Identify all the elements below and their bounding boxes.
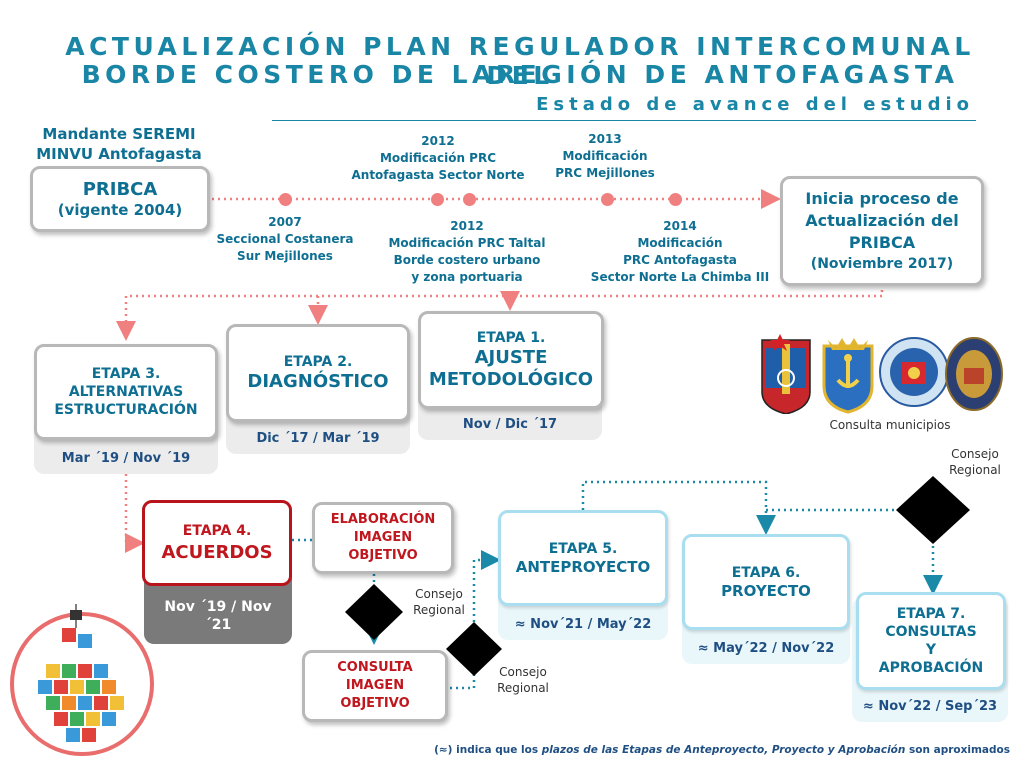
seal-antofagasta-icon <box>879 337 949 407</box>
seal-taltal-icon <box>761 334 811 414</box>
header-divider <box>272 120 976 121</box>
seal-mejillones-icon <box>822 338 874 414</box>
mandante-label: Mandante SEREMI MINVU Antofagasta <box>36 125 202 163</box>
page-title-line1: ACTUALIZACIÓN PLAN REGULADOR INTERCOMUNA… <box>65 32 975 90</box>
etapa7-box: ETAPA 7. CONSULTAS Y APROBACIÓN <box>856 592 1006 690</box>
decision-diamond-1 <box>345 584 403 640</box>
page-title-line2: BORDE COSTERO DE LAREGIÓN DE ANTOFAGASTA <box>81 60 959 89</box>
timeline-dot-2007 <box>279 193 292 206</box>
event-2012-antofagasta: 2012 Modificación PRC Antofagasta Sector… <box>351 134 525 182</box>
inicia-proceso-box: Inicia proceso de Actualización del PRIB… <box>780 176 984 286</box>
decision-diamond-3 <box>896 476 970 544</box>
elaboracion-imagen-objetivo-box: ELABORACIÓN IMAGEN OBJETIVO <box>312 502 454 574</box>
pribca-start-box: PRIBCA (vigente 2004) <box>30 166 210 232</box>
timeline-dot-2012b <box>463 193 476 206</box>
event-2013: 2013 Modificación PRC Mejillones <box>555 132 655 180</box>
etapa3-box: ETAPA 3. ALTERNATIVAS ESTRUCTURACIÓN <box>34 344 218 440</box>
timeline-dot-2012a <box>431 193 444 206</box>
etapa6-box: ETAPA 6. PROYECTO <box>682 534 850 630</box>
etapa2-box: ETAPA 2. DIAGNÓSTICO <box>226 324 410 422</box>
consulta-imagen-objetivo-box: CONSULTA IMAGEN OBJETIVO <box>302 650 448 722</box>
decision-diamond-2 <box>446 622 502 676</box>
etapa4-box: ETAPA 4. ACUERDOS <box>142 500 292 586</box>
etapa1-box: ETAPA 1. AJUSTE METODOLÓGICO <box>418 311 604 409</box>
seal-tocopilla-icon <box>945 337 1003 411</box>
timeline-dot-2014 <box>669 193 682 206</box>
etapa5-box: ETAPA 5. ANTEPROYECTO <box>498 510 668 606</box>
page-subtitle: Estado de avance del estudio <box>536 94 974 115</box>
municipios-caption: Consulta municipios <box>829 418 951 432</box>
municipality-seals <box>761 334 1003 414</box>
event-2014: 2014 Modificación PRC Antofagasta Sector… <box>590 219 770 284</box>
timeline-dot-2013 <box>601 193 614 206</box>
event-2012-taltal: 2012 Modificación PRC Taltal Borde coste… <box>388 219 546 284</box>
footnote: (≈) indica que los plazos de las Etapas … <box>434 744 1010 756</box>
event-2007: 2007 Seccional Costanera Sur Mejillones <box>216 215 354 263</box>
rubik-cube-illustration <box>10 604 154 756</box>
